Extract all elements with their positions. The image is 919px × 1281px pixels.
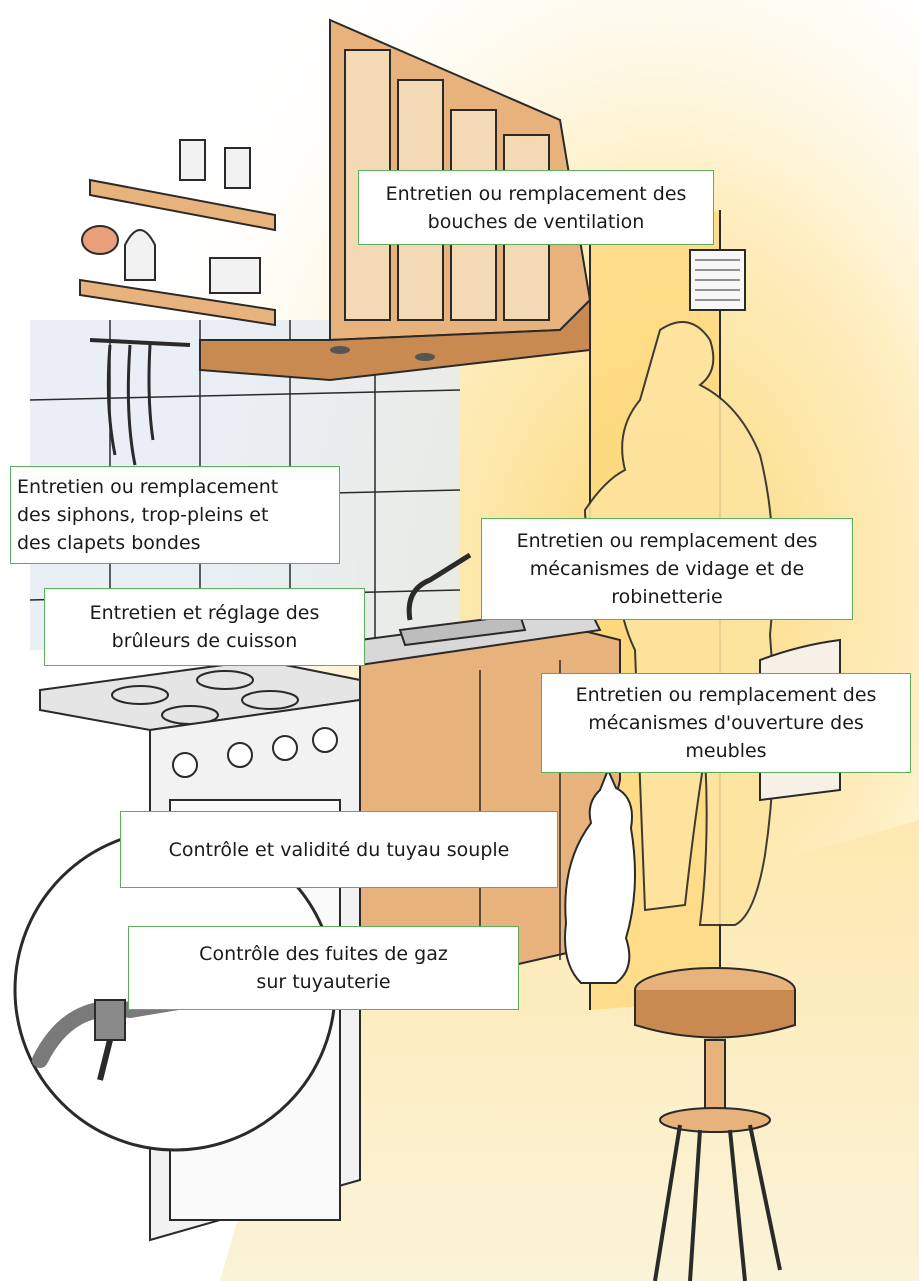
label-bruleurs: Entretien et réglage des brûleurs de cui… bbox=[44, 588, 365, 666]
label-robinetterie-line-3: robinetterie bbox=[611, 583, 722, 611]
label-fuites-gaz-line-1: Contrôle des fuites de gaz bbox=[199, 940, 448, 968]
label-tuyau-souple: Contrôle et validité du tuyau souple bbox=[120, 811, 558, 888]
label-robinetterie-line-1: Entretien ou remplacement des bbox=[517, 527, 818, 555]
label-bruleurs-line-1: Entretien et réglage des bbox=[90, 599, 320, 627]
label-meubles: Entretien ou remplacement des mécanismes… bbox=[541, 673, 911, 773]
label-ventilation: Entretien ou remplacement des bouches de… bbox=[358, 170, 714, 245]
label-siphons-line-3: des clapets bondes bbox=[17, 529, 201, 557]
label-fuites-gaz: Contrôle des fuites de gaz sur tuyauteri… bbox=[128, 926, 519, 1010]
label-ventilation-line-2: bouches de ventilation bbox=[428, 208, 645, 236]
label-meubles-line-3: meubles bbox=[685, 737, 766, 765]
label-robinetterie: Entretien ou remplacement des mécanismes… bbox=[481, 518, 853, 620]
label-ventilation-line-1: Entretien ou remplacement des bbox=[386, 180, 687, 208]
label-meubles-line-1: Entretien ou remplacement des bbox=[576, 681, 877, 709]
label-tuyau-souple-line-1: Contrôle et validité du tuyau souple bbox=[169, 836, 510, 864]
label-bruleurs-line-2: brûleurs de cuisson bbox=[112, 627, 298, 655]
label-siphons-line-2: des siphons, trop-pleins et bbox=[17, 501, 268, 529]
label-siphons-line-1: Entretien ou remplacement bbox=[17, 473, 278, 501]
label-fuites-gaz-line-2: sur tuyauterie bbox=[256, 968, 390, 996]
label-siphons: Entretien ou remplacement des siphons, t… bbox=[10, 466, 340, 564]
ventilation-grille bbox=[690, 250, 745, 310]
label-meubles-line-2: mécanismes d'ouverture des bbox=[588, 709, 864, 737]
label-robinetterie-line-2: mécanismes de vidage et de bbox=[530, 555, 804, 583]
